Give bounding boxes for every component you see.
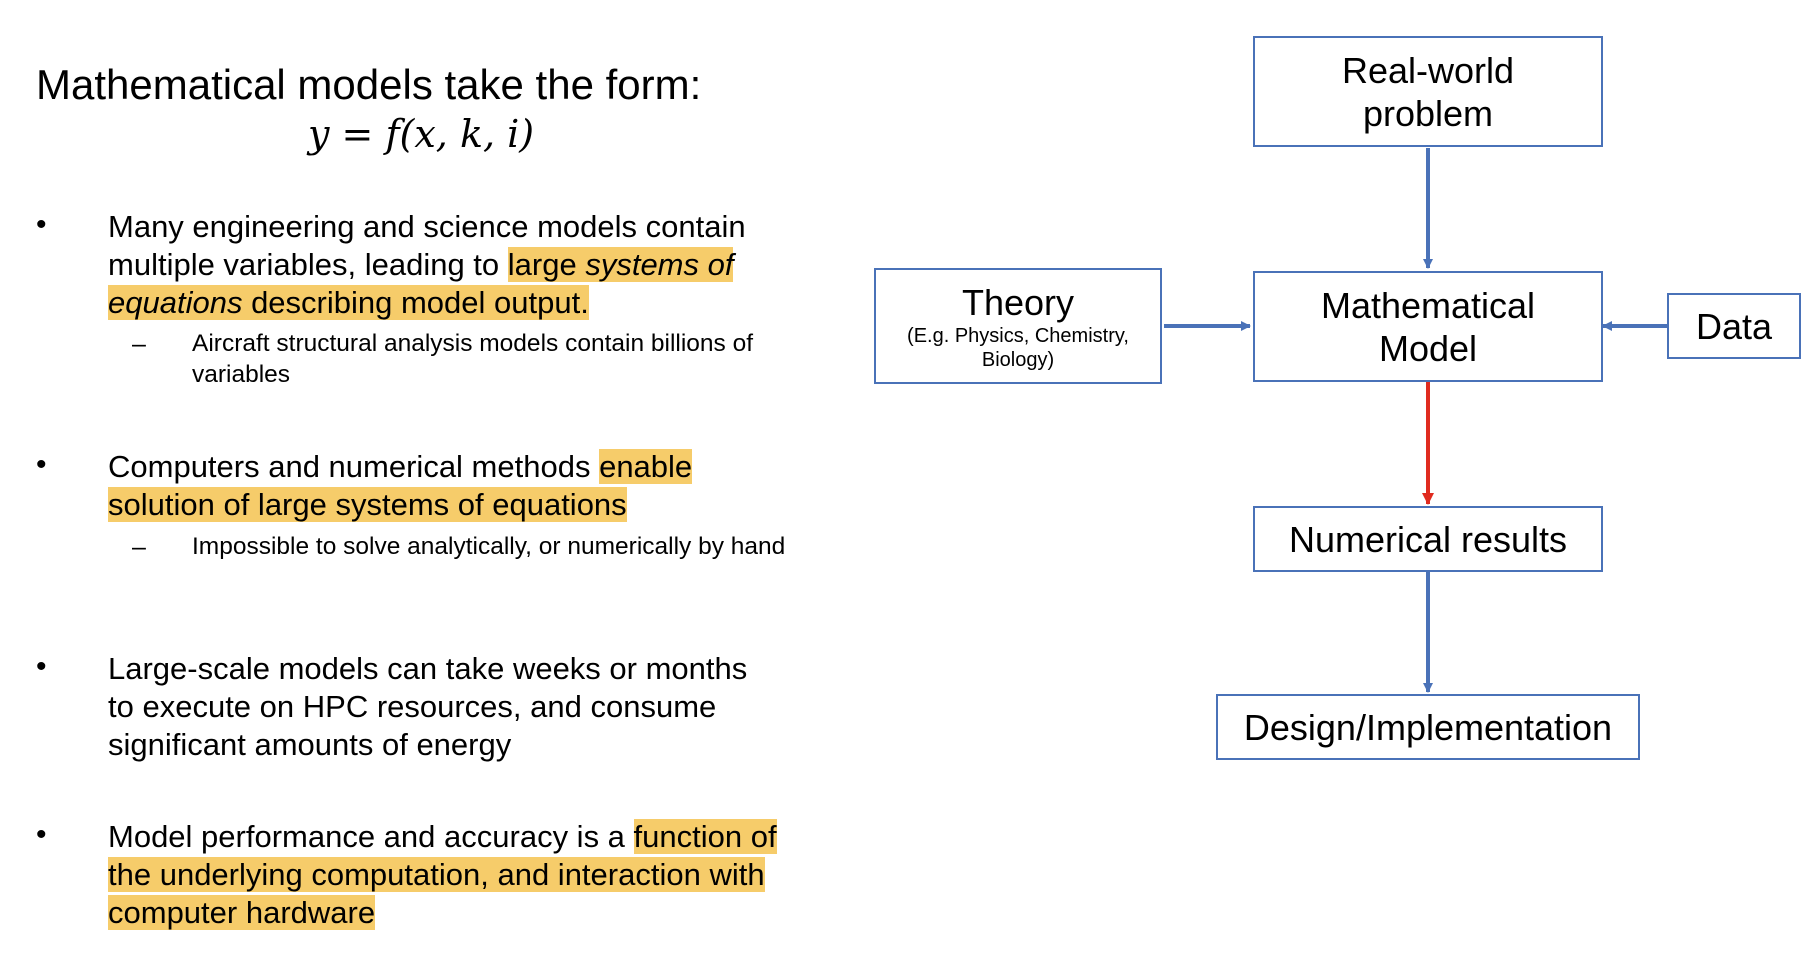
design-implementation-label: Design/Implementation: [1243, 706, 1613, 748]
slide-title: Mathematical models take the form:: [36, 61, 702, 108]
bullet-1-hl-italic: systems of equations: [108, 247, 734, 320]
bullet-2-plain: Computers and numerical methods: [108, 449, 600, 484]
numerical-results-box: Numerical results: [1253, 506, 1603, 572]
theory-label: Theory: [961, 281, 1075, 323]
bullet-1-hl-start: large: [507, 247, 586, 282]
bullet-1-sub-text: Aircraft structural analysis models cont…: [192, 330, 754, 388]
bullet-list: • Many engineering and science models co…: [0, 0, 800, 958]
sub-bullet-marker: –: [132, 330, 146, 358]
mathematical-model-box: Mathematical Model: [1253, 271, 1603, 382]
bullet-4-plain: Model performance and accuracy is a: [108, 819, 634, 854]
bullet-1-plain: Many engineering and science models cont…: [108, 209, 746, 282]
numerical-results-label: Numerical results: [1288, 518, 1568, 560]
theory-sub-label: (E.g. Physics, Chemistry, Biology): [907, 324, 1129, 371]
bullet-marker: •: [36, 448, 47, 481]
sub-bullet-marker: –: [132, 533, 146, 561]
mathematical-model-label: Mathematical Model: [1320, 284, 1536, 369]
data-box: Data: [1667, 293, 1801, 359]
bullet-2-text: Computers and numerical methods enable s…: [108, 448, 778, 524]
data-label: Data: [1695, 305, 1773, 347]
bullet-2-sub-text: Impossible to solve analytically, or num…: [192, 533, 786, 560]
bullet-4-text: Model performance and accuracy is a func…: [108, 818, 778, 932]
theory-box: Theory (E.g. Physics, Chemistry, Biology…: [874, 268, 1162, 384]
real-world-problem-box: Real-world problem: [1253, 36, 1603, 147]
bullet-marker: •: [36, 208, 47, 241]
bullet-1-hl-end: describing model output.: [242, 285, 589, 320]
model-formula: y = f(x, k, i): [308, 112, 535, 156]
design-implementation-box: Design/Implementation: [1216, 694, 1640, 760]
bullet-3-text: Large-scale models can take weeks or mon…: [108, 651, 748, 762]
bullet-1-text: Many engineering and science models cont…: [108, 208, 778, 322]
bullet-marker: •: [36, 650, 47, 683]
bullet-marker: •: [36, 818, 47, 851]
real-world-problem-label: Real-world problem: [1341, 49, 1515, 134]
